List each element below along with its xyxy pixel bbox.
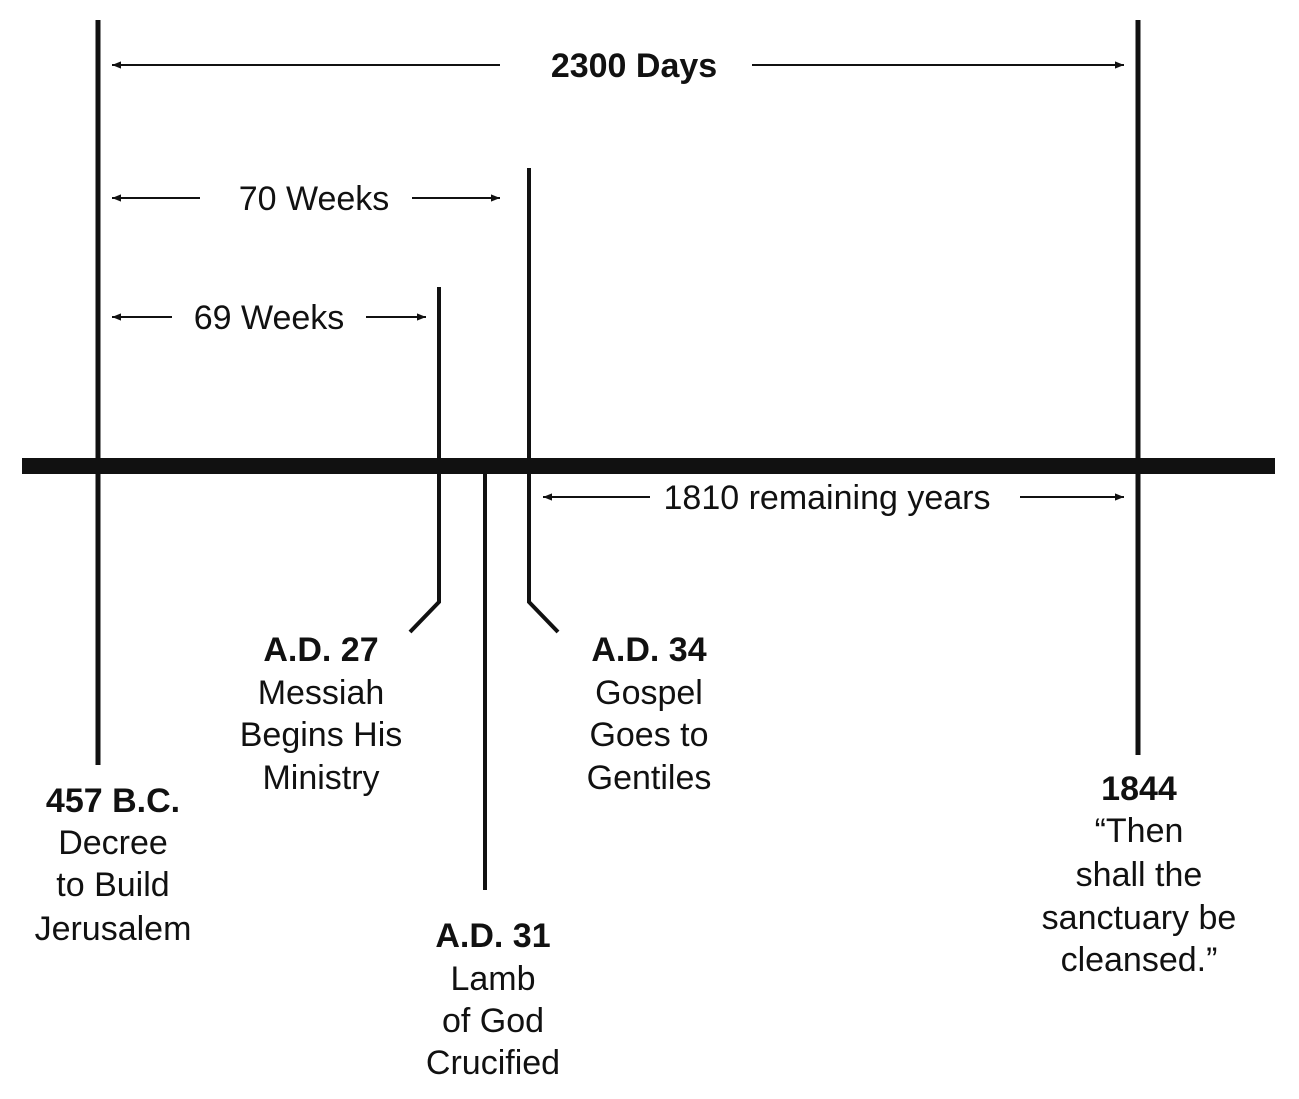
span-70-weeks-label: 70 Weeks — [239, 180, 390, 218]
event-1844-date: 1844 — [1101, 770, 1177, 808]
span-69-weeks-label: 69 Weeks — [194, 299, 345, 337]
event-457bc-line-2: to Build — [56, 866, 169, 904]
span-2300-days-label: 2300 Days — [551, 47, 717, 85]
marker-ad27 — [408, 287, 441, 634]
event-ad27: A.D. 27 Messiah Begins His Ministry — [240, 631, 403, 797]
event-ad31-line-1: Lamb — [450, 960, 535, 998]
event-ad27-line-3: Ministry — [262, 759, 379, 797]
event-1844-line-3: sanctuary be — [1042, 899, 1237, 937]
event-ad31: A.D. 31 Lamb of God Crucified — [426, 917, 560, 1082]
event-ad34-line-2: Goes to — [589, 716, 708, 754]
event-457bc: 457 B.C. Decree to Build Jerusalem — [35, 782, 192, 948]
event-ad31-date: A.D. 31 — [435, 917, 550, 955]
event-ad27-line-2: Begins His — [240, 716, 403, 754]
event-ad34-line-3: Gentiles — [587, 759, 712, 797]
event-ad31-line-2: of God — [442, 1002, 544, 1040]
event-457bc-line-3: Jerusalem — [35, 910, 192, 948]
event-1844: 1844 “Then shall the sanctuary be cleans… — [1042, 770, 1237, 979]
event-ad27-line-1: Messiah — [258, 674, 385, 712]
event-ad34-line-1: Gospel — [595, 674, 703, 712]
event-ad27-date: A.D. 27 — [263, 631, 378, 669]
event-ad34-date: A.D. 34 — [591, 631, 706, 669]
event-1844-line-1: “Then — [1095, 812, 1184, 850]
marker-ad34 — [527, 168, 560, 634]
span-1810-years-label: 1810 remaining years — [664, 479, 991, 517]
event-1844-line-4: cleansed.” — [1061, 941, 1218, 979]
event-1844-line-2: shall the — [1076, 856, 1203, 894]
event-ad34: A.D. 34 Gospel Goes to Gentiles — [587, 631, 712, 797]
event-457bc-date: 457 B.C. — [46, 782, 180, 820]
event-457bc-line-1: Decree — [58, 824, 168, 862]
event-ad31-line-3: Crucified — [426, 1044, 560, 1082]
